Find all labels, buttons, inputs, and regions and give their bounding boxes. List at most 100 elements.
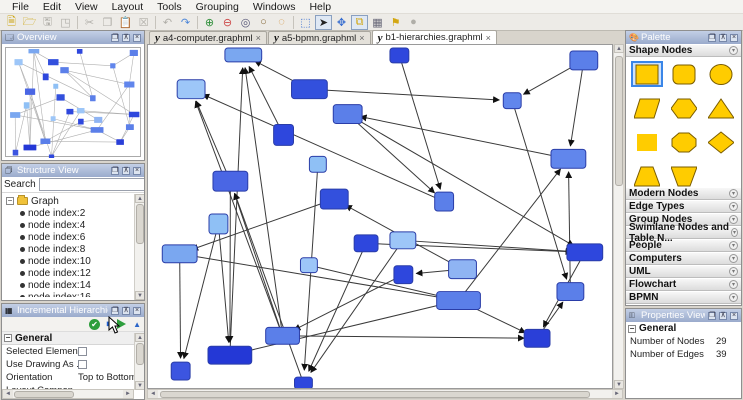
zoom-actual-icon[interactable]: ◎ — [240, 16, 251, 29]
float-icon[interactable]: ❐ — [708, 311, 716, 320]
graph-node-15[interactable] — [353, 234, 379, 253]
tree-item[interactable]: node index:14 — [6, 279, 144, 291]
reset-icon[interactable]: ⏸ — [106, 318, 111, 330]
menu-layout[interactable]: Layout — [111, 0, 144, 13]
tab-close-icon[interactable]: × — [485, 32, 491, 43]
scroll-left-icon[interactable]: ◄ — [148, 390, 158, 398]
close-icon[interactable]: × — [133, 306, 141, 315]
tree-item[interactable]: node index:6 — [6, 231, 144, 243]
float-icon[interactable]: ❐ — [111, 166, 119, 175]
graph-node-26[interactable] — [556, 282, 585, 302]
canvas-hscrollbar[interactable]: ◄ ► — [147, 389, 623, 399]
graph-node-23[interactable] — [448, 259, 477, 280]
tree-root-graph[interactable]: −Graph — [6, 195, 144, 207]
graph-edge[interactable] — [310, 244, 401, 373]
open-icon[interactable]: 🗁 — [22, 15, 37, 28]
layout-scrollbar[interactable]: ▲ ▼ — [134, 333, 144, 390]
graph-edge[interactable] — [314, 89, 501, 104]
section-menu-icon[interactable]: ▾ — [729, 280, 738, 289]
graph-edge[interactable] — [233, 192, 303, 379]
redo-icon[interactable]: ↷ — [180, 16, 191, 29]
float-icon[interactable]: ❐ — [708, 33, 716, 42]
palette-section-swimlane-nodes-and-table-n-[interactable]: Swimlane Nodes and Table N...▾ — [626, 222, 741, 244]
palette-shape-parallelogram[interactable] — [631, 95, 663, 121]
snap-lines-icon[interactable]: ⚑ — [390, 16, 401, 29]
graph-node-9[interactable] — [389, 47, 410, 64]
palette-shape-ellipse[interactable] — [705, 61, 737, 87]
pin-icon[interactable]: ⊼ — [122, 306, 130, 315]
collapse-panel-icon[interactable]: ▲ — [133, 319, 141, 329]
graph-node-12[interactable] — [550, 148, 587, 169]
checkbox[interactable] — [78, 347, 87, 356]
graph-node-5[interactable] — [308, 155, 327, 173]
scroll-down-icon[interactable]: ▼ — [135, 381, 144, 390]
graph-edge[interactable] — [195, 100, 229, 177]
palette-section-current-elements[interactable]: Current Elements▾ — [626, 304, 741, 305]
close-icon[interactable]: × — [133, 33, 141, 42]
menu-edit[interactable]: Edit — [42, 0, 62, 13]
palette-shape-diamond[interactable] — [705, 129, 737, 155]
float-icon[interactable]: ❐ — [111, 306, 119, 315]
graph-edge[interactable] — [351, 117, 436, 194]
graph-node-10[interactable] — [569, 50, 599, 71]
graph-edge[interactable] — [202, 93, 440, 201]
expander-icon[interactable]: − — [6, 196, 14, 205]
zoom-out-icon[interactable]: ⊖ — [222, 16, 233, 29]
graph-edge[interactable] — [313, 265, 447, 300]
graph-edge[interactable] — [565, 171, 573, 287]
fit-selection-icon[interactable]: ⬚ — [300, 16, 311, 29]
section-menu-icon[interactable]: ▾ — [729, 215, 738, 224]
graph-edge[interactable] — [400, 60, 442, 190]
palette-section-bpmn[interactable]: BPMN▾ — [626, 291, 741, 304]
graph-node-18[interactable] — [207, 345, 253, 365]
graph-edge[interactable] — [194, 100, 282, 332]
scroll-up-icon[interactable]: ▲ — [614, 44, 624, 53]
menu-windows[interactable]: Windows — [252, 0, 296, 13]
section-menu-icon[interactable]: ▾ — [729, 267, 738, 276]
graph-node-0[interactable] — [224, 47, 263, 63]
palette-shape-triangle[interactable] — [705, 95, 737, 121]
scroll-up-icon[interactable]: ▲ — [135, 333, 144, 342]
scroll-thumb[interactable] — [136, 343, 144, 365]
graph-node-27[interactable] — [523, 328, 551, 348]
graph-edge[interactable] — [242, 67, 283, 331]
move-mode-icon[interactable]: ✥ — [336, 16, 347, 29]
palette-section-edge-types[interactable]: Edge Types▾ — [626, 200, 741, 213]
scroll-thumb[interactable] — [160, 391, 590, 398]
menu-file[interactable]: File — [12, 0, 29, 13]
layout-tool-icon[interactable]: ⧉ — [351, 14, 368, 30]
graph-edge[interactable] — [359, 114, 564, 159]
scroll-right-icon[interactable]: ► — [123, 390, 133, 398]
properties-general-header[interactable]: − General — [626, 322, 741, 335]
tree-item[interactable]: node index:8 — [6, 243, 144, 255]
menu-tools[interactable]: Tools — [157, 0, 182, 13]
graph-node-17[interactable] — [265, 326, 300, 345]
graph-node-1[interactable] — [176, 79, 206, 100]
menu-grouping[interactable]: Grouping — [195, 0, 239, 13]
graph-node-19[interactable] — [170, 361, 191, 381]
palette-shape-octagon[interactable] — [668, 129, 700, 155]
tree-item[interactable]: node index:16 — [6, 291, 144, 297]
palette-section-uml[interactable]: UML▾ — [626, 265, 741, 278]
graph-edge[interactable] — [287, 334, 525, 342]
graph-node-20[interactable] — [294, 376, 313, 390]
tab-close-icon[interactable]: × — [255, 33, 261, 43]
graph-node-2[interactable] — [291, 79, 328, 100]
graph-edge[interactable] — [293, 276, 400, 331]
palette-shape-hexagon[interactable] — [668, 95, 700, 121]
palette-section-people[interactable]: People▾ — [626, 239, 741, 252]
pin-icon[interactable]: ⊼ — [719, 33, 727, 42]
zoom-area-icon[interactable]: ◌ — [278, 16, 285, 28]
graph-node-13[interactable] — [434, 191, 455, 212]
scroll-down-icon[interactable]: ▼ — [614, 380, 624, 389]
tree-item[interactable]: node index:4 — [6, 219, 144, 231]
edit-mode-icon[interactable]: ➤ — [315, 14, 332, 30]
structure-scrollbar[interactable]: ▲ ▼ — [134, 194, 144, 300]
graph-edge[interactable] — [513, 105, 569, 280]
new-document-icon[interactable]: 🗎 — [7, 15, 16, 28]
tree-item[interactable]: node index:10 — [6, 255, 144, 267]
palette-shape-square[interactable] — [630, 61, 663, 87]
tab-close-icon[interactable]: × — [359, 33, 365, 43]
scroll-up-icon[interactable]: ▲ — [135, 194, 144, 203]
